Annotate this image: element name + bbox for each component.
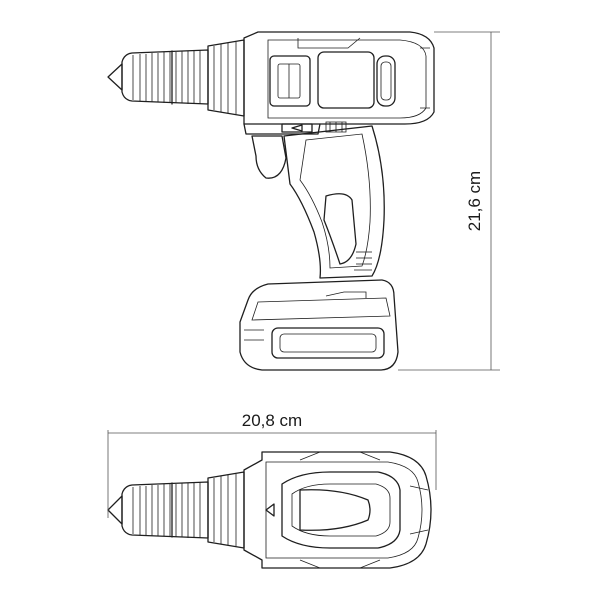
side-direction-switch [243, 121, 347, 135]
width-label: 20,8 cm [242, 411, 302, 430]
side-motor-housing [243, 31, 435, 125]
side-trigger [251, 135, 287, 179]
top-body [243, 451, 432, 569]
height-label: 21,6 cm [465, 171, 484, 231]
drill-side-view [107, 31, 435, 371]
top-torque-collar [207, 471, 245, 549]
side-bit-tip [107, 63, 123, 91]
width-dimension [107, 430, 437, 518]
side-handle [283, 125, 385, 279]
height-dimension [398, 31, 500, 371]
drill-top-view [107, 451, 432, 569]
side-torque-collar [207, 39, 245, 117]
side-chuck [121, 49, 209, 105]
top-chuck [121, 481, 209, 539]
side-battery [239, 279, 399, 371]
top-bit-tip [107, 495, 123, 525]
